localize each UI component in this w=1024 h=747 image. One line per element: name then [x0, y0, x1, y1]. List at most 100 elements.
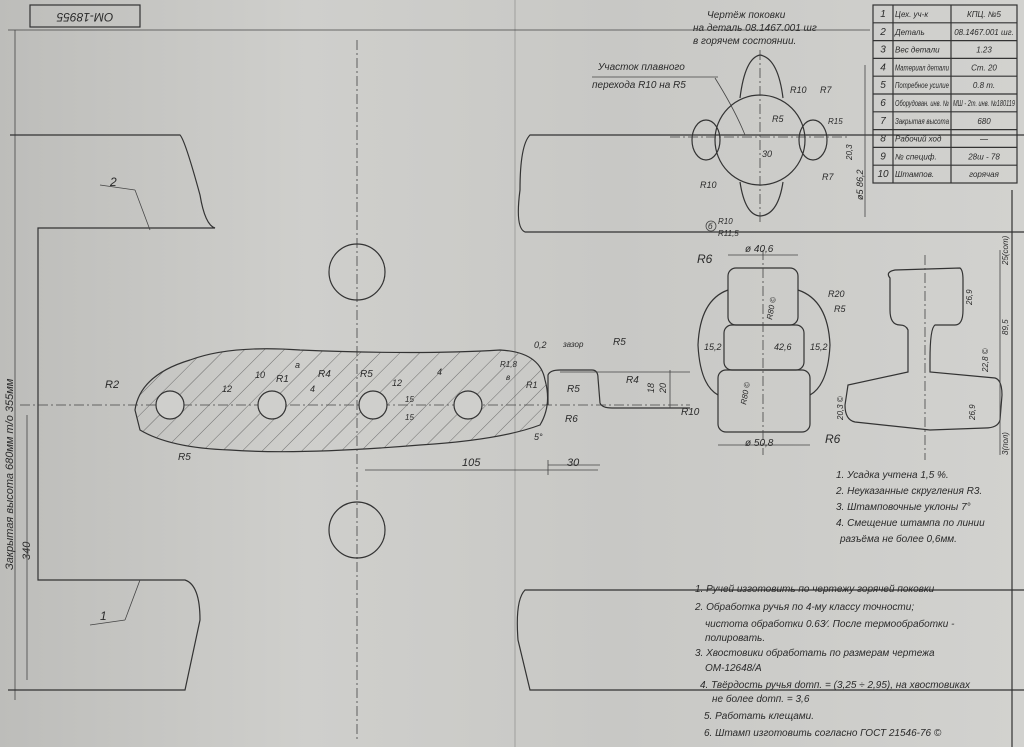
title-line-1: Чертёж поковки	[707, 10, 786, 21]
dim-r4: R4	[318, 369, 331, 380]
table-row: 10 Штампов. горячая	[877, 169, 999, 180]
dim-30: 30	[762, 149, 772, 159]
note-right-3: 3. Штамповочные уклоны 7°	[836, 502, 971, 513]
title-line-3: в горячем состоянии.	[693, 36, 796, 47]
dim-30: 30	[567, 457, 580, 469]
mark-b: б	[708, 222, 713, 231]
dim-15-2a: 15,2	[704, 342, 722, 352]
dim-r5d: R5	[567, 384, 580, 395]
table-row-label: Оборудован. инв. №	[895, 99, 949, 108]
dim-18: 18	[646, 383, 656, 393]
table-row-value: КПЦ. №5	[967, 10, 1001, 19]
table-row-number: 4	[880, 62, 886, 73]
section-dimensions: R2 R5 12 10 R1 а 4 R4 R5 12 15 15 4 R1,8…	[105, 337, 668, 469]
table-row-value: горячая	[969, 170, 1000, 179]
table-row-number: 5	[880, 80, 886, 91]
table-row-label: № специф.	[895, 152, 937, 161]
note-3b: ОМ-12648/А	[705, 663, 762, 674]
dim-r7b: R7	[822, 172, 834, 182]
die-outline: 2 1	[8, 40, 1024, 740]
table-row-label: Штампов.	[895, 170, 934, 179]
table-row-number: 2	[879, 27, 886, 38]
table-row-number: 1	[880, 9, 886, 20]
dim-4b: 4	[437, 367, 442, 377]
dim-r11-5: R11,5	[718, 229, 739, 238]
side-view: 25(сот) 26,9 89,5 22,8 © 20,3 © 26,9 3(п…	[836, 235, 1010, 460]
gap-label: зазор	[562, 340, 584, 349]
stamp-number: ОМ-18955	[56, 10, 113, 24]
dim-42-6: 42,6	[774, 342, 792, 352]
dim-105: 105	[462, 457, 481, 469]
table-row: 8 Рабочий ход —	[880, 134, 989, 145]
notes-die: 1. Ручей изготовить по чертежу горячей п…	[694, 584, 971, 739]
table-row-value: 1.23	[976, 46, 992, 55]
table-row-number: 3	[880, 45, 886, 56]
dim-12: 12	[222, 384, 232, 394]
note-3: 3. Хвостовики обработать по размерам чер…	[695, 647, 935, 659]
dim-r1: R1	[276, 374, 289, 385]
dim-r7: R7	[820, 85, 832, 95]
dim-r18: R1,8	[500, 360, 517, 369]
transition-callout: Участок плавного перехода R10 на R5	[592, 62, 746, 136]
table-row-label: Закрытая высота	[895, 117, 949, 126]
table-row-value: 0.8 т.	[973, 81, 995, 90]
dim-r6: R6	[565, 414, 578, 425]
table-row-value: 28ш - 78	[967, 152, 1000, 161]
note-right-1: 1. Усадка учтена 1,5 %.	[836, 470, 949, 481]
table-row-label: Цех. уч-к	[895, 10, 929, 19]
dim-d40-6: ø 40,6	[745, 244, 774, 255]
note-4: 4. Твёрдость ручья dотп. = (3,25 ÷ 2,95)…	[700, 680, 971, 691]
note-right-4: 4. Смещение штампа по линии	[836, 518, 985, 529]
dim-r20: R20	[828, 289, 845, 299]
forging-section	[134, 348, 690, 475]
closed-height-text: Закрытая высота 680мм т/о 355мм	[4, 378, 16, 570]
front-view: ø 40,6 R6 R20 R5 15,2 42,6 15,2 R80 © R8…	[681, 244, 846, 455]
dim-22-8: 22,8 ©	[981, 348, 990, 373]
table-row-number: 8	[880, 134, 886, 145]
dim-89-5: 89,5	[1001, 319, 1010, 335]
dim-r5: R5	[772, 114, 784, 124]
stamp-number-box: ОМ-18955	[29, 4, 141, 28]
table-row-number: 10	[877, 169, 889, 180]
note-right-5: разъёма не более 0,6мм.	[839, 533, 957, 545]
dim-r5: R5	[834, 304, 846, 314]
dim-r5b: R5	[360, 369, 373, 380]
note-2c: полировать.	[705, 633, 765, 644]
note-5: 5. Работать клещами.	[704, 710, 814, 722]
table-row-value: 08.1467.001 шг.	[954, 28, 1014, 37]
dim-86-2: ø5 86,2	[855, 169, 865, 200]
dim-r5c: R5	[613, 337, 626, 348]
table-row: 1 Цех. уч-к КПЦ. №5	[880, 9, 1001, 20]
dim-26-9a: 26,9	[965, 289, 974, 306]
dim-r1b: R1	[526, 380, 538, 390]
table-row-label: Рабочий ход	[895, 135, 942, 144]
table-row-value: Ст. 20	[971, 63, 997, 72]
title-line-2: на деталь 08.1467.001 шг	[693, 23, 817, 34]
dim-r15: R15	[828, 117, 843, 126]
dim-r6b: R6	[825, 432, 841, 446]
table-row-value: —	[979, 135, 989, 144]
table-row-label: Материал детали	[895, 63, 949, 72]
dim-angle: 5°	[534, 432, 543, 442]
dim-r10: R10	[681, 407, 700, 418]
table-row-number: 9	[880, 151, 886, 162]
table-row-number: 6	[880, 98, 886, 109]
table-row: 4 Материал детали Ст. 20	[880, 62, 997, 73]
dim-15b: 15	[405, 413, 414, 422]
note-2b: чистота обработки 0.63∕. После термообра…	[705, 618, 955, 630]
table-row-value: МШ - 2т. инв. №180119	[953, 99, 1015, 108]
dim-r6: R6	[697, 252, 713, 266]
dim-r10c: R10	[718, 217, 733, 226]
dim-r10b: R10	[700, 180, 717, 190]
part-label-1: 1	[100, 609, 107, 623]
table-row-value: 680	[977, 117, 991, 126]
note-1: 1. Ручей изготовить по чертежу горячей п…	[695, 584, 935, 595]
dim-d50-8: ø 50,8	[745, 438, 774, 449]
mark-b: в	[506, 373, 510, 382]
note-4b: не более dотп. = 3,6	[712, 693, 810, 705]
